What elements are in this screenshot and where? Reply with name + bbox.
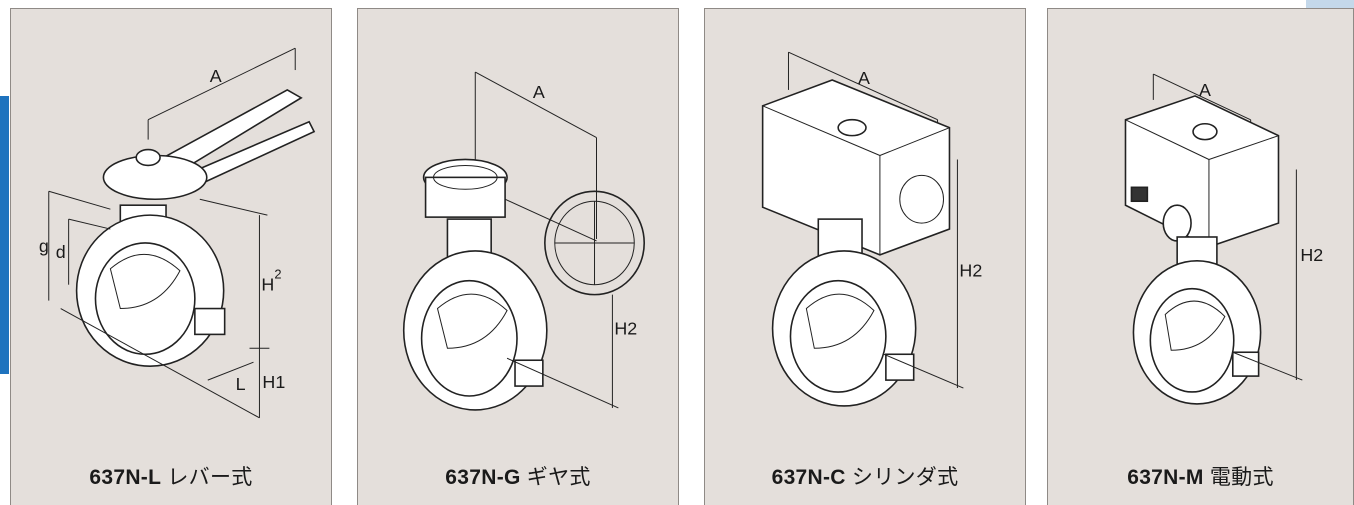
dim-label-a: A: [533, 82, 545, 102]
electric-valve-drawing: A H2: [1124, 73, 1323, 405]
lever-valve-drawing: A g d H2 H1 L: [39, 47, 316, 419]
model-name: 637N-G: [445, 466, 521, 489]
dim-label-h2: H2: [959, 261, 982, 281]
caption-lever: 637N-L レバー式: [11, 461, 331, 491]
dim-label-a: A: [210, 66, 222, 86]
panel-lever: A g d H2 H1 L 637N: [10, 8, 332, 505]
model-name: 637N-L: [89, 466, 162, 489]
type-label: レバー式: [167, 466, 253, 489]
dim-label-d: d: [56, 242, 66, 262]
dim-label-a: A: [858, 68, 870, 88]
caption-cylinder: 637N-C シリンダ式: [705, 461, 1025, 491]
dim-label-h2: H2: [261, 267, 281, 295]
dim-label-l: L: [236, 374, 246, 394]
type-label: ギヤ式: [526, 466, 591, 489]
model-name: 637N-M: [1127, 466, 1204, 489]
type-label: 電動式: [1209, 466, 1274, 489]
caption-gear: 637N-G ギヤ式: [358, 461, 678, 491]
panel-gear: A H2 637N-G ギヤ式: [357, 8, 679, 505]
gear-valve-drawing: A H2: [402, 71, 646, 411]
dim-label-h2: H2: [1300, 245, 1323, 265]
dim-label-g: g: [39, 236, 49, 256]
dim-label-h1: H1: [262, 372, 285, 392]
panel-cylinder: A H2 637N-C シリンダ式: [704, 8, 1026, 505]
model-name: 637N-C: [771, 466, 846, 489]
cylinder-valve-drawing: A H2: [761, 51, 982, 407]
side-accent-bar: [0, 96, 9, 374]
caption-electric: 637N-M 電動式: [1048, 461, 1353, 491]
dim-label-h2: H2: [614, 318, 637, 338]
panel-electric: A H2 637N-M 電動式: [1047, 8, 1354, 505]
type-label: シリンダ式: [851, 466, 959, 489]
dim-label-a: A: [1199, 80, 1211, 100]
